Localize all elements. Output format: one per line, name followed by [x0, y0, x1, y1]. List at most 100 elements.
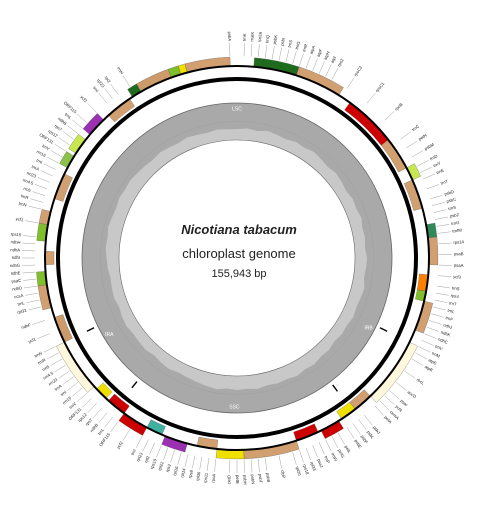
gene-label: petD [226, 475, 231, 484]
gene-label: rpoA [211, 473, 217, 483]
gene-label-leader [436, 224, 450, 227]
gene-label: psbL [366, 430, 376, 441]
gene-label: rpl32 [17, 308, 28, 315]
gene-label: rrn5 [41, 364, 51, 372]
gene-label: trnG [294, 41, 301, 50]
gene-label-leader [250, 43, 253, 57]
gene-label: trnS [448, 205, 457, 212]
gene-label: trnL [17, 300, 26, 307]
gene-label-leader [404, 370, 416, 379]
gene-label-leader [424, 333, 437, 339]
gene-label: ndhB [89, 422, 99, 433]
gene-label-leader [305, 447, 311, 461]
gene-label: rps19 [149, 458, 158, 470]
gene-label-leader [92, 407, 102, 418]
gene-label-leader [47, 156, 59, 164]
gene-label-leader [23, 278, 37, 281]
gene-label: ndhG [10, 263, 20, 268]
gene-label: ndhF [21, 322, 32, 330]
gene-label-leader [47, 352, 59, 360]
gene-label-leader [110, 421, 119, 433]
gene-label: psbI [279, 37, 286, 46]
gene-label-leader [426, 326, 440, 332]
gene-label: psaA [454, 263, 464, 268]
gene-label-leader [318, 61, 325, 74]
gene-label-leader [271, 46, 275, 60]
gene-label: trnV [41, 143, 50, 151]
gene-label: atpB [424, 364, 434, 373]
gene-label-leader [170, 450, 175, 463]
gene-label: rpoB [394, 102, 404, 112]
gene-label-leader [416, 160, 429, 167]
gene-label-leader [32, 320, 45, 325]
gene-label-leader [299, 53, 304, 66]
gene-label-leader [82, 398, 92, 408]
gene-label-leader [62, 376, 74, 385]
gene-label: rpl2 [104, 75, 113, 84]
gene-label: trnR [301, 43, 308, 52]
genome-size: 155,943 bp [211, 268, 267, 280]
gene-label: rpl20 [295, 466, 303, 477]
gene-label: petG [337, 448, 346, 458]
gene-label-leader [25, 292, 39, 296]
gene-label: trnH [116, 66, 124, 75]
gene-label-leader [28, 205, 42, 210]
gene-label-leader [25, 220, 39, 224]
region-label: SSC [229, 404, 240, 410]
gene-block-layer [36, 56, 439, 460]
gene-label: rpl2 [143, 454, 151, 463]
gene-label-leader [122, 429, 131, 441]
gene-label: trnV [434, 344, 443, 352]
gene-label-leader [199, 456, 203, 470]
gene-label: psbH [242, 475, 247, 485]
genome-backbone-circle [44, 65, 430, 451]
gene-label: rps12 [47, 128, 59, 138]
gene-label-leader [421, 339, 434, 346]
gene-label: rrn23 [47, 377, 58, 387]
gene-label-leader [50, 358, 63, 366]
gene-label: trnY [432, 160, 441, 168]
gene-label-leader [411, 150, 424, 158]
gene-label: trnfM [452, 227, 463, 233]
gene-label-leader [435, 216, 449, 220]
gene-label: matK [249, 31, 255, 41]
gene-label: cemA [389, 409, 400, 420]
gene-label: rrn5 [23, 186, 32, 193]
gene-label: rps7 [84, 417, 94, 427]
gene-label: trnL [64, 112, 73, 121]
gene-label: ycf4 [394, 404, 404, 413]
gene-label: trnM [431, 351, 441, 359]
gene-label: atpH [323, 50, 331, 60]
gene-label: psbZ [449, 212, 460, 219]
gene-label-leader [312, 445, 318, 458]
gene-label-leader [374, 405, 384, 416]
gene-label-leader [77, 113, 88, 123]
gene-label: rpoC2 [353, 64, 364, 77]
gene-label: rps7 [54, 123, 64, 132]
region-label: LSC [232, 106, 242, 112]
genome-subtitle: chloroplast genome [182, 246, 296, 261]
gene-label: trnP [323, 455, 331, 464]
gene-label: ndhA [10, 247, 20, 252]
gene-label: atpF [316, 48, 324, 58]
gene-label: atpE [428, 357, 438, 366]
gene-label-leader [149, 442, 156, 455]
region-boundary-tick [131, 381, 138, 389]
gene-label: rps4 [450, 293, 460, 299]
gene-label: rpl23 [135, 451, 144, 462]
gene-label-leader [346, 427, 355, 439]
gene-label-leader [325, 64, 332, 77]
gene-label: rpl33 [309, 461, 317, 472]
gene-label-leader [72, 387, 83, 397]
gene-label-leader [104, 88, 113, 99]
gene-label-leader [264, 458, 268, 471]
gene-label-leader [278, 47, 282, 61]
gene-label: psaC [11, 278, 21, 284]
gene-label-leader [411, 358, 424, 366]
gene-label-leader [58, 137, 70, 146]
gene-block [184, 56, 231, 73]
gene-label: rps3 [165, 463, 172, 473]
gene-label-leader [384, 395, 395, 405]
gene-label: rpl36 [195, 471, 202, 482]
